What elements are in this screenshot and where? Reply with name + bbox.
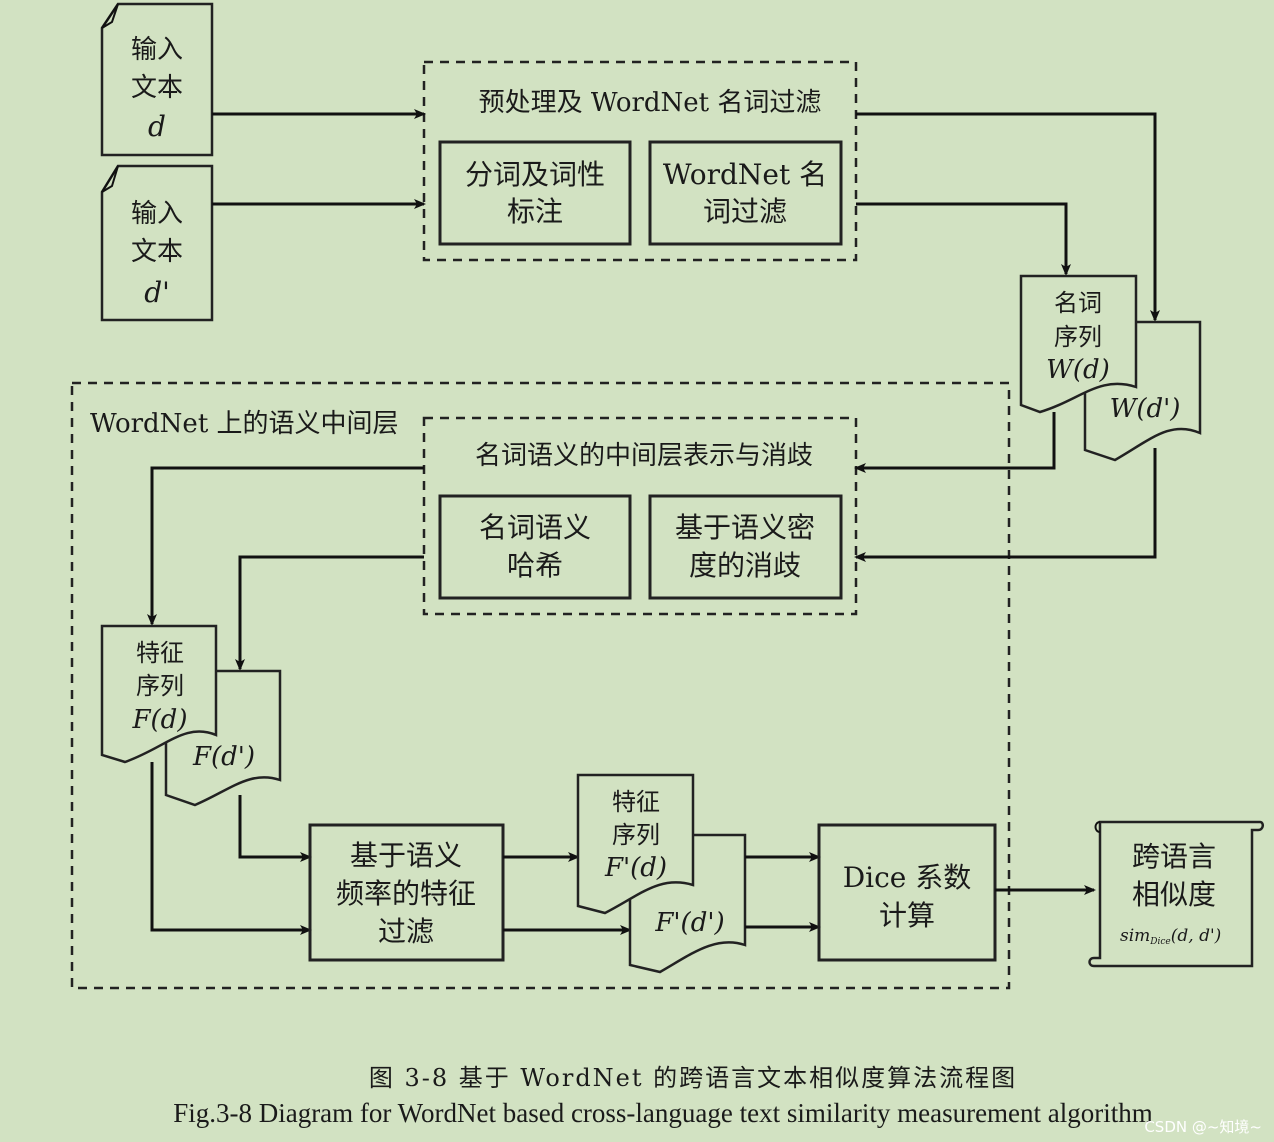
arrow-fdprime-to-filter (238, 795, 312, 862)
feat-seq-line2: 序列 (136, 672, 184, 700)
tokenize-line1: 分词及词性 (465, 158, 605, 191)
noun-seq-wd: W(d) (1046, 355, 1110, 385)
arrow-filter-to-wd (856, 202, 1071, 276)
freq-filter-box: 基于语义 频率的特征 过滤 (308, 823, 505, 962)
noun-seq-line2: 序列 (1054, 323, 1102, 351)
freq-filter-line2: 频率的特征 (336, 877, 476, 910)
arrow-wd-to-repr (854, 412, 1056, 473)
arrow-repr-to-fdprime (235, 555, 424, 671)
feat-seq2-fd: F'(d) (604, 853, 667, 883)
disamb-line1: 基于语义密 (675, 511, 815, 544)
feat-seq-line1: 特征 (136, 639, 184, 667)
noun-filter-line2: 词过滤 (703, 195, 787, 228)
freq-filter-line3: 过滤 (378, 915, 434, 948)
arrow-wdprime-to-repr (854, 448, 1157, 562)
disamb-box (648, 494, 843, 600)
feat-seq-fd: F(d) (132, 705, 188, 735)
feat-seq-fdprime: F(d') (192, 742, 255, 772)
input-dprime-line2: 文本 (131, 237, 183, 267)
watermark: CSDN @~知境~ (1144, 1118, 1262, 1136)
arrow-fd-to-filter (150, 762, 312, 935)
input-d-line1: 输入 (131, 35, 183, 65)
disamb-line2: 度的消歧 (689, 549, 801, 582)
preprocess-title: 预处理及 WordNet 名词过滤 (479, 88, 822, 118)
caption-english: Fig.3-8 Diagram for WordNet based cross-… (173, 1098, 1153, 1128)
hash-line1: 名词语义 (479, 511, 591, 544)
feature-sequence2-docs: F'(d') 特征 序列 F'(d) (576, 773, 747, 974)
repr-title: 名词语义的中间层表示与消歧 (475, 441, 813, 471)
tokenize-line2: 标注 (507, 195, 563, 228)
result-scroll: 跨语言 相似度 simDice(d, d') (1088, 820, 1264, 968)
preprocess-group: 预处理及 WordNet 名词过滤 分词及词性 标注 WordNet 名 词过滤 (422, 60, 858, 262)
freq-filter-line1: 基于语义 (350, 839, 462, 872)
middle-layer-title: WordNet 上的语义中间层 (90, 409, 399, 439)
hash-line2: 哈希 (507, 549, 563, 582)
input-doc-dprime: 输入 文本 d' (100, 164, 214, 322)
result-formula: simDice(d, d') (1120, 926, 1221, 947)
dice-line2: 计算 (879, 899, 935, 932)
feat-seq2-line2: 序列 (612, 821, 660, 849)
noun-filter-box (648, 140, 843, 246)
input-d-var: d (148, 110, 166, 143)
feat-seq2-line1: 特征 (612, 788, 660, 816)
tokenize-box (438, 140, 632, 246)
input-d-line2: 文本 (131, 73, 183, 103)
hash-box (438, 494, 632, 600)
input-doc-d: 输入 文本 d (100, 2, 214, 157)
noun-seq-line1: 名词 (1054, 289, 1102, 317)
dice-line1: Dice 系数 (843, 861, 972, 894)
input-dprime-line1: 输入 (131, 199, 183, 229)
dice-box: Dice 系数 计算 (817, 823, 997, 962)
feature-sequence-docs: F(d') 特征 序列 F(d) (100, 624, 282, 807)
noun-seq-wdprime: W(d') (1110, 394, 1181, 424)
arrow-preprocess-to-wdprime (856, 112, 1160, 322)
arrow-repr-to-fd (147, 466, 424, 626)
input-dprime-var: d' (144, 276, 170, 309)
result-line1: 跨语言 (1132, 840, 1216, 873)
noun-filter-line1: WordNet 名 (663, 158, 827, 191)
feat-seq2-fdprime: F'(d') (654, 908, 724, 938)
noun-sequence-docs: W(d') 名词 序列 W(d) (1019, 274, 1202, 462)
caption-chinese: 图 3-8 基于 WordNet 的跨语言文本相似度算法流程图 (369, 1064, 1017, 1092)
result-line2: 相似度 (1132, 878, 1216, 911)
middle-layer-group: WordNet 上的语义中间层 名词语义的中间层表示与消歧 名词语义 哈希 基于… (70, 381, 1011, 990)
